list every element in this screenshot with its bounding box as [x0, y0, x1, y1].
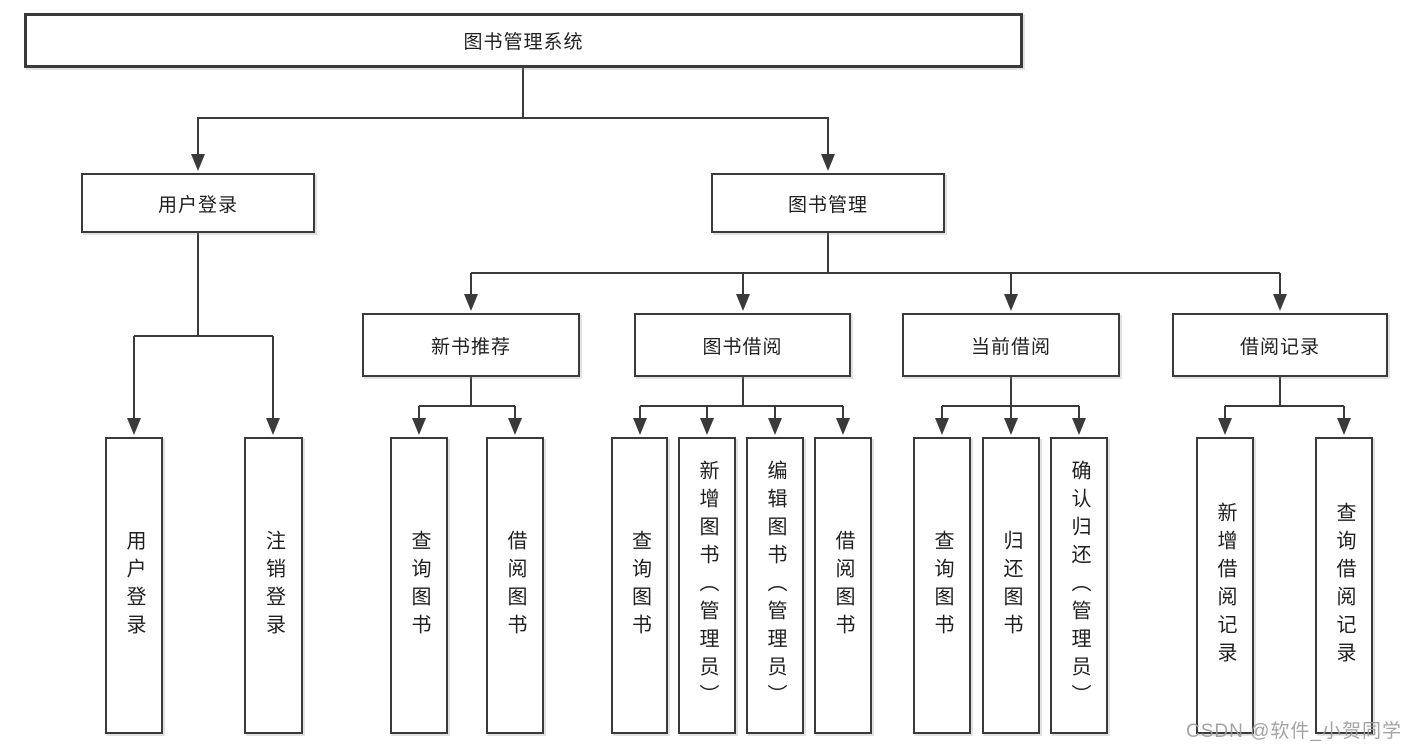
arrow-user-login: [191, 154, 205, 171]
node-book-mgmt-label: 图书管理: [787, 194, 868, 216]
arrow-rec-borrow: [508, 418, 522, 435]
leaf-bb-query-book-label: 查询图书: [628, 529, 651, 642]
connector-book-mgmt-children: [464, 233, 1287, 311]
node-user-login-label: 用户登录: [157, 194, 238, 216]
arrow-new-book-rec: [464, 294, 478, 311]
arrow-bb-edit: [768, 418, 782, 435]
leaf-cb-confirm-return-label: 确认归还（管理员）: [1068, 459, 1090, 712]
leaf-rec-query-book-label: 查询图书: [408, 529, 430, 642]
leaf-cb-query-book-label: 查询图书: [931, 529, 953, 642]
node-book-borrow: 图书借阅: [634, 313, 851, 377]
arrow-leaf-logout: [266, 418, 280, 435]
node-borrow-record-label: 借阅记录: [1239, 336, 1320, 358]
leaf-br-query-record-label: 查询借阅记录: [1333, 501, 1355, 670]
arrow-cb-confirm: [1072, 418, 1086, 435]
leaf-rec-borrow-book: 借阅图书: [486, 437, 544, 734]
leaf-rec-borrow-book-label: 借阅图书: [504, 529, 526, 642]
leaf-logout: 注销登录: [244, 437, 303, 734]
node-user-login: 用户登录: [81, 173, 315, 233]
arrow-br-query: [1337, 418, 1351, 435]
node-borrow-record: 借阅记录: [1172, 313, 1388, 377]
connector-book-borrow-children: [633, 377, 850, 435]
leaf-logout-label: 注销登录: [262, 529, 285, 642]
leaf-br-add-record: 新增借阅记录: [1196, 437, 1254, 734]
arrow-br-add: [1218, 418, 1232, 435]
leaf-user-login: 用户登录: [105, 437, 163, 734]
leaf-bb-edit-book-label: 编辑图书（管理员）: [764, 459, 786, 712]
arrow-book-borrow: [736, 294, 750, 311]
arrow-rec-query: [412, 418, 426, 435]
leaf-bb-query-book: 查询图书: [611, 437, 668, 734]
node-current-borrow-label: 当前借阅: [970, 336, 1051, 358]
leaf-bb-add-book: 新增图书（管理员）: [678, 437, 736, 734]
leaf-br-add-record-label: 新增借阅记录: [1214, 501, 1236, 670]
leaf-user-login-label: 用户登录: [123, 529, 145, 642]
node-book-mgmt: 图书管理: [711, 173, 945, 233]
connector-root-to-level2: [191, 68, 835, 171]
leaf-br-query-record: 查询借阅记录: [1315, 437, 1373, 734]
arrow-borrow-record: [1273, 294, 1287, 311]
node-root-label: 图书管理系统: [463, 32, 584, 53]
leaf-cb-return-book: 归还图书: [982, 437, 1040, 734]
leaf-cb-return-book-label: 归还图书: [1000, 529, 1022, 642]
arrow-bb-borrow: [836, 418, 850, 435]
connector-new-book-rec-children: [412, 377, 522, 435]
node-current-borrow: 当前借阅: [902, 313, 1120, 377]
arrow-book-mgmt: [821, 154, 835, 171]
node-new-book-rec-label: 新书推荐: [430, 336, 511, 358]
arrow-leaf-login: [127, 418, 141, 435]
arrow-bb-add: [700, 418, 714, 435]
leaf-bb-add-book-label: 新增图书（管理员）: [696, 459, 718, 712]
leaf-bb-edit-book: 编辑图书（管理员）: [746, 437, 804, 734]
node-root: 图书管理系统: [24, 13, 1023, 68]
connector-current-borrow-children: [935, 377, 1086, 435]
arrow-cb-return: [1004, 418, 1018, 435]
connector-borrow-record-children: [1218, 377, 1351, 435]
node-new-book-rec: 新书推荐: [362, 313, 580, 377]
arrow-bb-query: [633, 418, 647, 435]
connector-user-login-children: [127, 233, 280, 435]
csdn-watermark: CSDN @软件_小贺同学: [1186, 721, 1402, 742]
arrow-cb-query: [935, 418, 949, 435]
node-book-borrow-label: 图书借阅: [702, 336, 783, 358]
leaf-cb-query-book: 查询图书: [913, 437, 971, 734]
arrow-current-borrow: [1004, 294, 1018, 311]
leaf-cb-confirm-return: 确认归还（管理员）: [1050, 437, 1108, 734]
leaf-bb-borrow-book: 借阅图书: [814, 437, 872, 734]
leaf-rec-query-book: 查询图书: [390, 437, 448, 734]
leaf-bb-borrow-book-label: 借阅图书: [832, 529, 854, 642]
